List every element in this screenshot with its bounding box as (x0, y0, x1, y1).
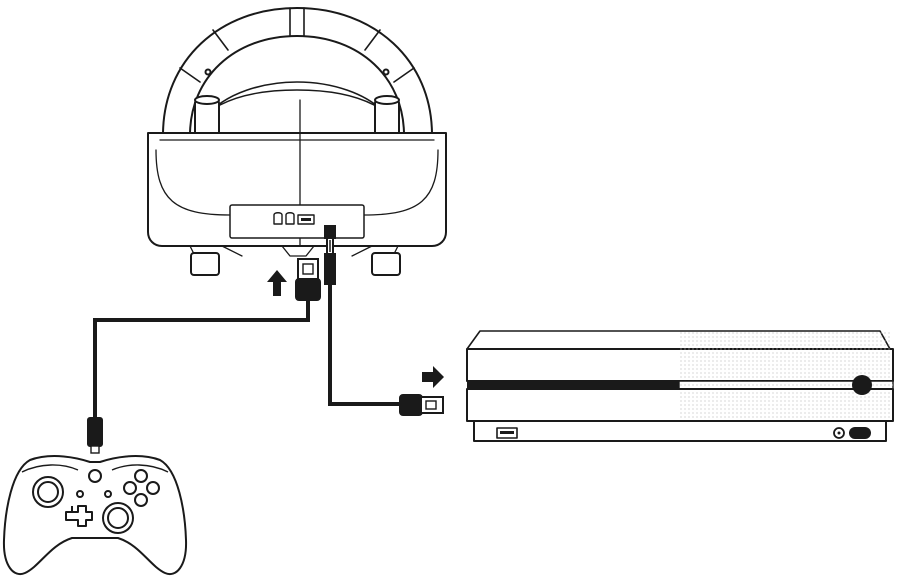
controller-menu-button (104, 490, 112, 498)
racing-wheel (147, 7, 447, 276)
game-console (466, 330, 894, 442)
console-disc-slot (467, 381, 679, 389)
console-base (473, 420, 887, 442)
wheel-base (147, 132, 447, 247)
wheel-left-foot (190, 252, 220, 276)
controller-button-a (134, 493, 148, 507)
console-ir-window (849, 427, 871, 439)
arrow-up-icon (267, 270, 287, 296)
wheel-ports (273, 212, 315, 225)
controller-guide-button (88, 469, 102, 483)
wheel-jack-plug (324, 225, 336, 285)
cables (93, 282, 402, 420)
wheel-usb-plug (295, 258, 321, 301)
controller-button-y (134, 469, 148, 483)
console-usb-plug (399, 394, 444, 416)
controller-view-button (76, 490, 84, 498)
controller-micro-usb-plug (87, 417, 103, 454)
arrow-right-icon (422, 366, 444, 388)
controller-button-b (146, 481, 160, 495)
wheel-to-console-cable (328, 282, 402, 406)
controller-dpad (65, 505, 93, 527)
controller-button-x (123, 481, 137, 495)
wheel-port-panel (229, 204, 365, 239)
gamepad-controller (2, 455, 188, 576)
console-power-button (852, 375, 872, 395)
controller-to-wheel-cable (93, 299, 310, 420)
wheel-right-foot (371, 252, 401, 276)
